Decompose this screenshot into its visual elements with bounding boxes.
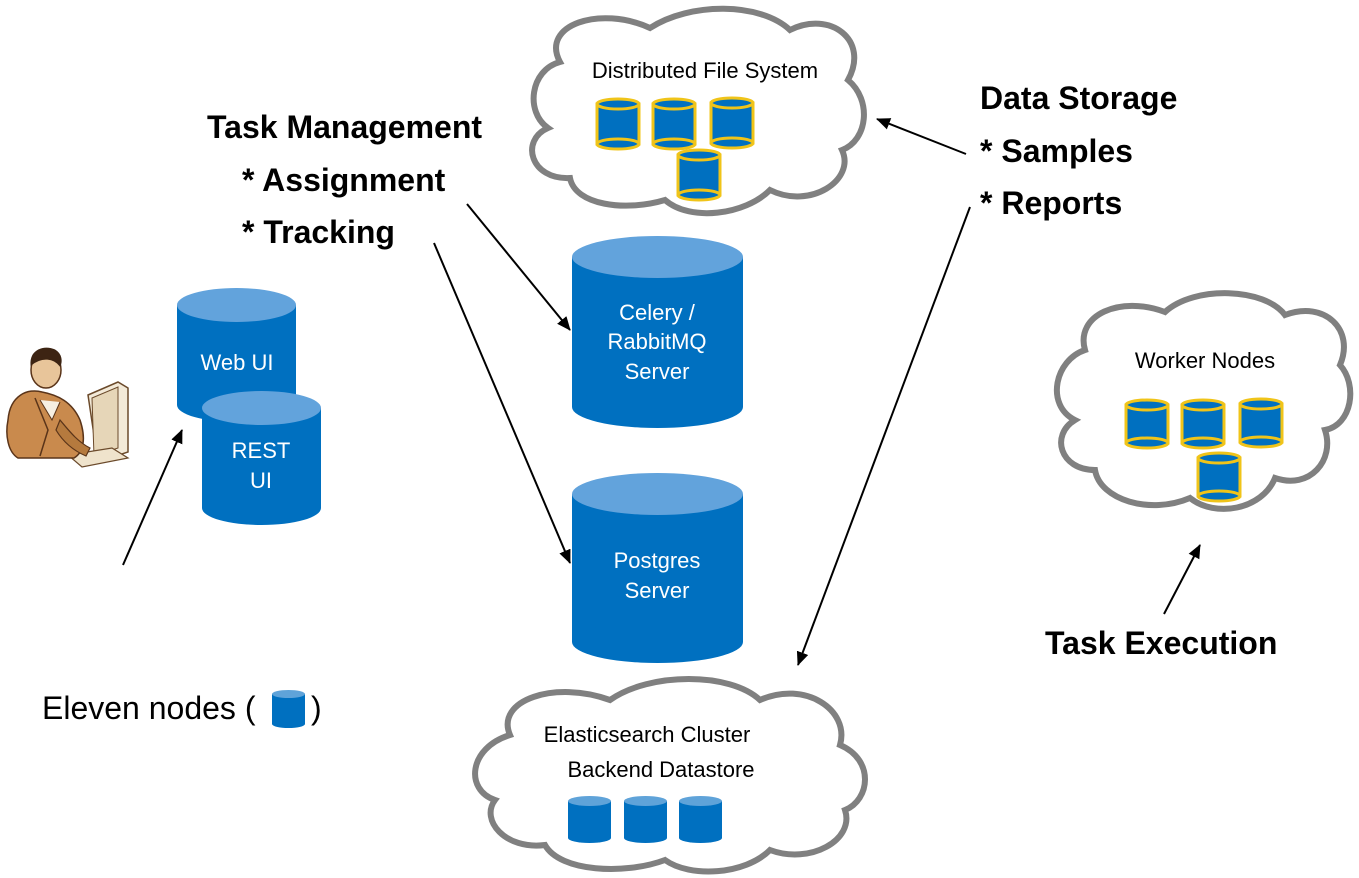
cloud-label: Worker Nodes xyxy=(1135,348,1275,373)
database-node-icon xyxy=(651,97,697,151)
database-node-icon xyxy=(1124,398,1170,450)
cloud-label-line2: Backend Datastore xyxy=(567,757,754,782)
database-node-icon xyxy=(568,796,611,843)
database-node-icon xyxy=(272,690,305,728)
server-label-line2: RabbitMQ xyxy=(607,329,706,354)
heading-item: * Assignment xyxy=(242,162,446,198)
rest-ui-server: REST UI xyxy=(202,391,321,525)
database-node-icon xyxy=(1196,451,1242,503)
elasticsearch-cloud: Elasticsearch Cluster Backend Datastore xyxy=(472,676,868,875)
cloud-label: Distributed File System xyxy=(592,58,818,83)
legend-prefix: Eleven nodes ( xyxy=(42,690,256,726)
storage-to-dfs-arrow xyxy=(876,118,967,155)
worker-nodes-cloud: Worker Nodes xyxy=(1054,290,1354,512)
execution-to-workers-arrow xyxy=(1163,544,1201,615)
storage-to-elasticsearch-arrow xyxy=(796,206,971,666)
person-at-computer-icon xyxy=(6,347,130,468)
assignment-to-celery-arrow xyxy=(466,203,571,331)
heading-title: Task Management xyxy=(207,109,482,145)
database-node-icon xyxy=(595,97,641,151)
user-to-webui-arrow xyxy=(122,429,183,566)
server-label-line2: Server xyxy=(625,578,690,603)
heading-item: * Tracking xyxy=(242,214,395,250)
celery-rabbitmq-server: Celery / RabbitMQ Server xyxy=(572,236,743,428)
legend: Eleven nodes ( ) xyxy=(42,690,322,728)
database-node-icon xyxy=(624,796,667,843)
task-execution-label: Task Execution xyxy=(1045,625,1277,661)
distributed-file-system-cloud: Distributed File System xyxy=(529,5,867,217)
legend-suffix: ) xyxy=(311,690,322,726)
tracking-to-postgres-arrow xyxy=(433,242,571,564)
data-storage-label: Data Storage * Samples * Reports xyxy=(980,80,1177,221)
heading-item: * Samples xyxy=(980,133,1133,169)
server-label-line2: UI xyxy=(250,468,272,493)
server-label-line3: Server xyxy=(625,359,690,384)
postgres-server: Postgres Server xyxy=(572,473,743,663)
server-label: Web UI xyxy=(201,350,274,375)
cloud-shape xyxy=(529,5,867,217)
database-node-icon xyxy=(709,96,755,150)
server-label-line1: Celery / xyxy=(619,300,696,325)
task-management-label: Task Management * Assignment * Tracking xyxy=(207,109,482,250)
cloud-label-line1: Elasticsearch Cluster xyxy=(544,722,751,747)
heading-title: Data Storage xyxy=(980,80,1177,116)
server-label-line1: REST xyxy=(232,438,291,463)
server-label-line1: Postgres xyxy=(614,548,701,573)
database-node-icon xyxy=(1180,398,1226,450)
database-node-icon xyxy=(679,796,722,843)
database-node-icon xyxy=(1238,397,1284,449)
database-node-icon xyxy=(676,148,722,202)
heading-item: * Reports xyxy=(980,185,1122,221)
